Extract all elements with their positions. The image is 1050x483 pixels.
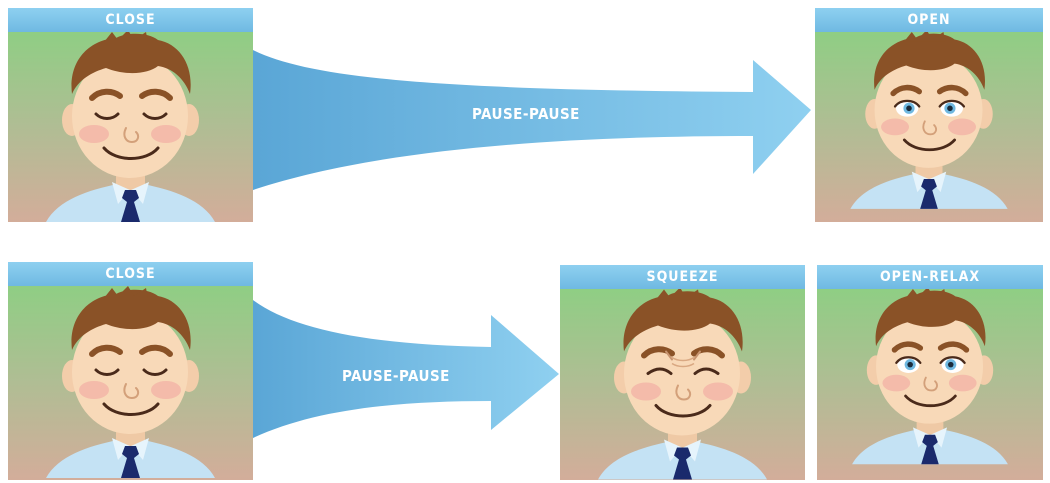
panel-squeeze: SQUEEZE [560,265,805,480]
panel-title: CLOSE [8,262,253,286]
panel-close-top: CLOSE [8,8,253,222]
panel-title: CLOSE [8,8,253,32]
panel-title: OPEN-RELAX [817,265,1043,289]
face-base [850,32,1007,209]
face-closed-eyes [8,32,253,222]
panel-title: SQUEEZE [560,265,805,289]
face-relaxed-eyes [817,289,1043,480]
face-base [46,286,215,478]
arrow-top [253,50,811,190]
panel-close-bottom: CLOSE [8,262,253,480]
face-squeezed-eyes [560,289,805,480]
face-base [852,289,1008,464]
face-closed-eyes [8,286,253,480]
face-base [46,32,215,222]
face-open-eyes [815,32,1043,222]
panel-title: OPEN [815,8,1043,32]
arrow-bottom-label: PAUSE-PAUSE [342,367,450,385]
arrow-top-label: PAUSE-PAUSE [472,105,580,123]
panel-open-relax: OPEN-RELAX [817,265,1043,480]
panel-open-top: OPEN [815,8,1043,222]
arrow-bottom [253,300,559,438]
face-base [598,289,767,480]
